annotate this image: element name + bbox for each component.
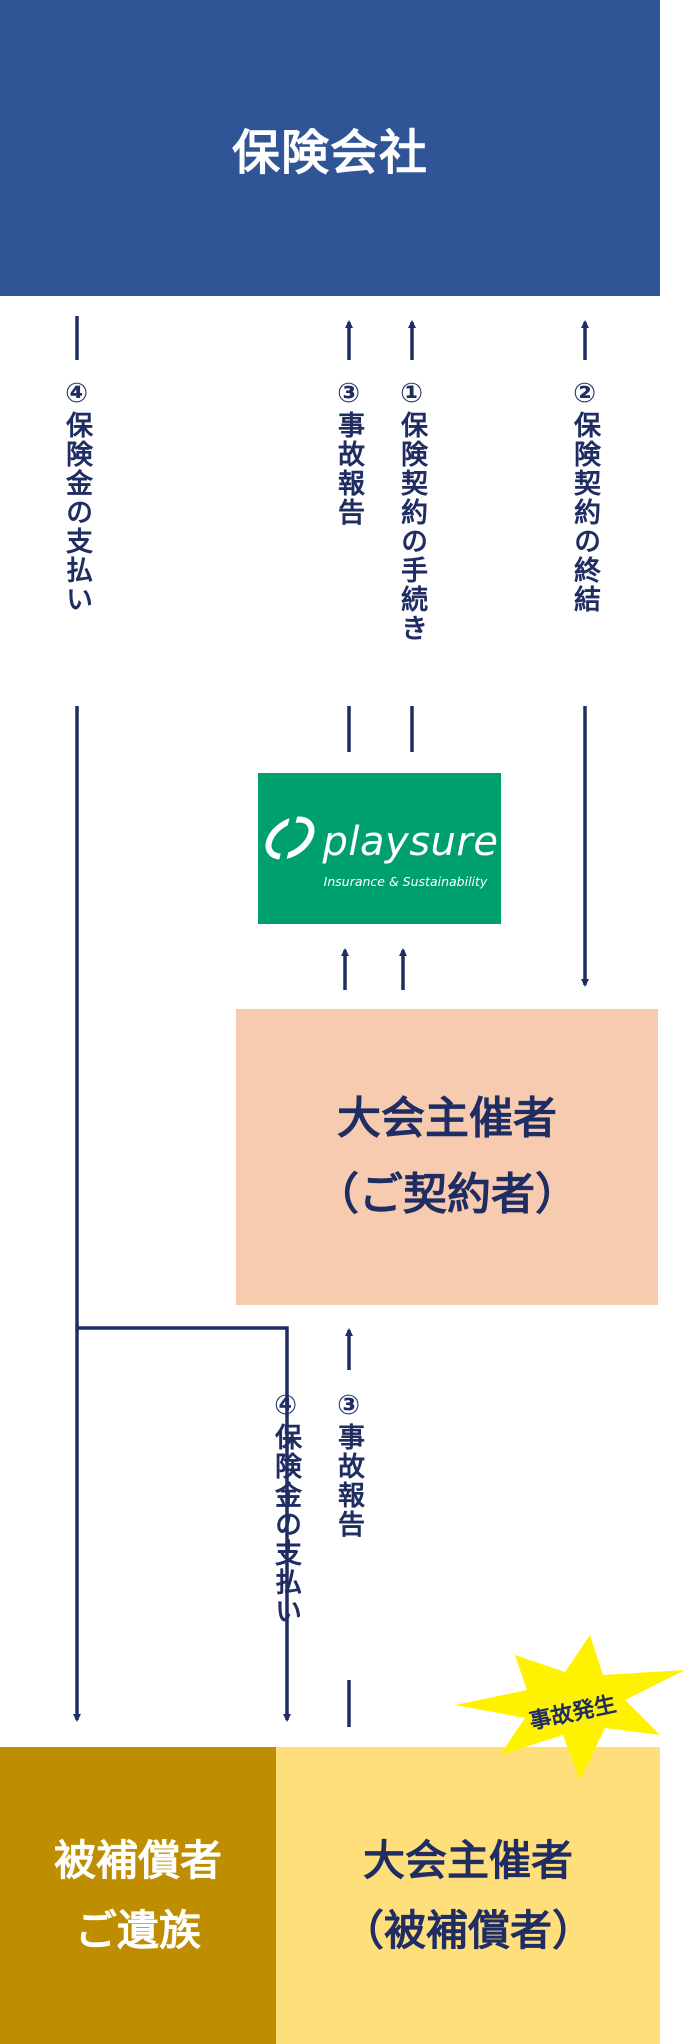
playsure-logo: playsure Insurance & Sustainability	[258, 773, 501, 924]
insurer-box: 保険会社	[0, 0, 660, 296]
step-payment-bottom-label: ④保険金の支払い	[270, 1390, 301, 1626]
insured-line1: 大会主催者	[362, 1835, 573, 1885]
playsure-swoosh-icon	[261, 809, 319, 876]
step-procedure-label: ①保険契約の手続き	[396, 378, 427, 643]
playsure-tagline: Insurance & Sustainability	[323, 873, 488, 889]
playsure-wordmark: playsure	[322, 819, 499, 865]
insured-line2: （被補償者）	[341, 1905, 594, 1955]
organizer-box: 大会主催者 （ご契約者）	[236, 1009, 658, 1305]
organizer-line2: （ご契約者）	[315, 1169, 579, 1220]
insurer-label: 保険会社	[231, 125, 428, 181]
bereaved-line1: 被補償者	[53, 1835, 222, 1885]
bereaved-box: 被補償者 ご遺族	[0, 1747, 276, 2044]
step-report-top-label: ③事故報告	[333, 378, 364, 527]
accident-badge: 事故発生	[455, 1635, 685, 1780]
step-contract-label: ②保険契約の終結	[569, 378, 600, 614]
bereaved-line2: ご遺族	[74, 1905, 201, 1955]
step-payment-top-label: ④保険金の支払い	[61, 378, 92, 614]
starburst-icon	[455, 1635, 685, 1780]
insured-box: 大会主催者 （被補償者）	[276, 1747, 660, 2044]
organizer-line1: 大会主催者	[337, 1093, 557, 1144]
payment-branch-to-insured	[77, 1326, 291, 1722]
step-report-bottom-label: ③事故報告	[333, 1390, 364, 1539]
